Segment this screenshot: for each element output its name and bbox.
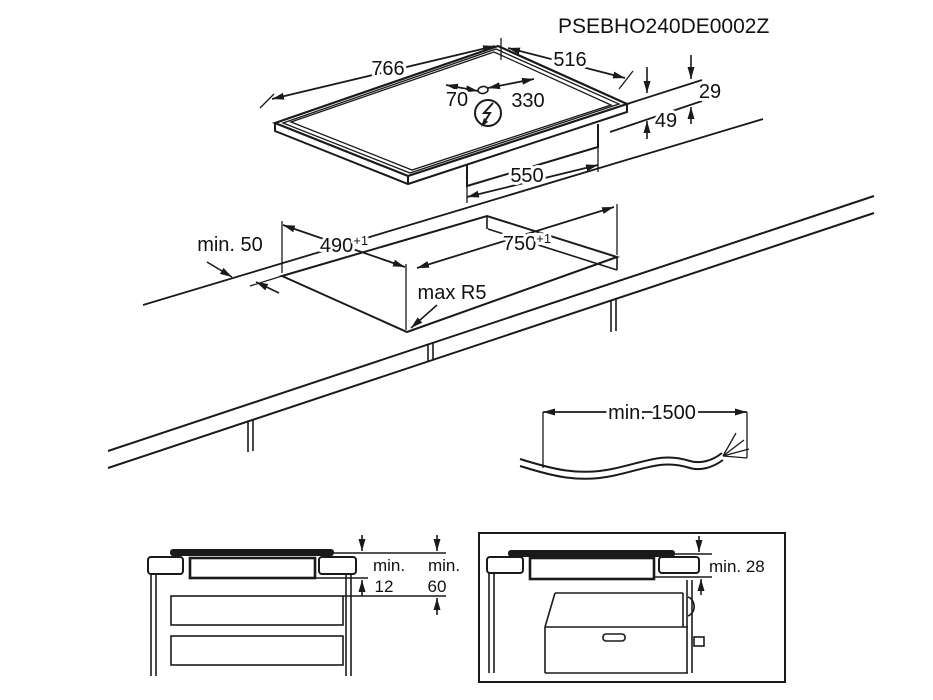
dim-label-hob-clearance-value: 12: [375, 577, 394, 596]
dim-label-corner-radius: max R5: [418, 282, 487, 304]
worktop-back-edge: [142, 118, 764, 306]
dim-label-drawer-clearance-word: min.: [428, 556, 460, 575]
glass-level-line: [626, 79, 703, 105]
dim-label-hob-width: 766: [371, 58, 404, 80]
oven-side-bracket: [693, 636, 705, 647]
dim-label-drawer-clearance-value: 60: [428, 577, 447, 596]
dim-line-490: [282, 224, 406, 268]
dim-label-cable-right: 330: [511, 90, 544, 112]
power-connection-icon: [474, 99, 502, 127]
dim-label-cutout-depth: 490+1: [320, 233, 368, 257]
worktop-section-left: [147, 556, 184, 575]
dim-line-330: [487, 77, 535, 90]
dim-label-housing-width: 550: [510, 165, 543, 187]
detail-box-frame: [478, 532, 786, 683]
cabinet-side-right: [345, 574, 352, 676]
glass-edge-thickness: [274, 104, 628, 186]
dim-line-70: [445, 83, 479, 93]
mains-cable-view: min. 1500: [519, 399, 750, 480]
worktop-section-right: [318, 556, 357, 575]
dim-tick: [259, 93, 275, 109]
worktop-front-edge-bottom: [107, 212, 875, 469]
worktop-cutout-view: min. 50 490+1 750+1 max R5: [107, 118, 875, 469]
glass-top-profile: [170, 549, 334, 556]
hob-housing-profile: [188, 556, 317, 580]
mains-cable: [519, 452, 724, 480]
drawing-code-title: PSEBHO240DE0002Z: [558, 15, 769, 38]
hob-housing-profile: [528, 556, 656, 581]
dim-label-depth-below: 49: [655, 110, 677, 132]
dim-tick: [618, 70, 634, 90]
oven-handle: [602, 633, 626, 642]
dim-label-oven-clearance: min. 28: [709, 557, 765, 576]
cabinet-side-left: [150, 574, 157, 676]
dim-label-edge-clearance: min. 50: [197, 234, 263, 256]
dim-label-hob-depth: 516: [553, 49, 586, 71]
cable-entry-hole: [477, 85, 489, 95]
oven-clearance-section: min. 28: [478, 532, 786, 683]
oven-hinge: [687, 596, 695, 617]
bench-leg-middle: [427, 343, 434, 361]
bench-leg-right: [610, 299, 617, 332]
cabinet-side-left: [488, 573, 495, 673]
bench-leg-left: [247, 420, 254, 452]
worktop-level-line: [609, 100, 703, 133]
dim-line-766: [271, 45, 496, 100]
worktop-front-edge-top: [107, 195, 875, 452]
glass-top-profile: [508, 550, 675, 557]
dim-line-750: [416, 206, 615, 269]
dim-label-rise-above: 29: [699, 81, 721, 103]
dim-line-550: [466, 164, 599, 198]
cable-wire-ends: [722, 432, 750, 459]
drawer-upper: [170, 595, 344, 626]
dim-label-cutout-width: 750+1: [503, 231, 551, 255]
worktop-section-right: [658, 556, 700, 574]
hob-isometric-view: 766 516 70 330 29 49 550: [259, 38, 724, 203]
dim-label-cable-left: 70: [446, 89, 468, 111]
dim-label-cable-length: min. 1500: [608, 402, 696, 424]
drawer-clearance-section: min. 12 min. 60: [147, 535, 463, 676]
drawer-lower: [170, 635, 344, 666]
dim-line-516: [507, 47, 626, 79]
worktop-section-left: [486, 556, 524, 574]
ext-line: [249, 275, 283, 287]
oven-body: [544, 592, 705, 674]
arrow-clearance: [255, 281, 280, 294]
dim-label-hob-clearance-word: min.: [373, 556, 405, 575]
arrow-clearance: [206, 261, 233, 278]
arrow-corner-radius: [410, 304, 438, 329]
